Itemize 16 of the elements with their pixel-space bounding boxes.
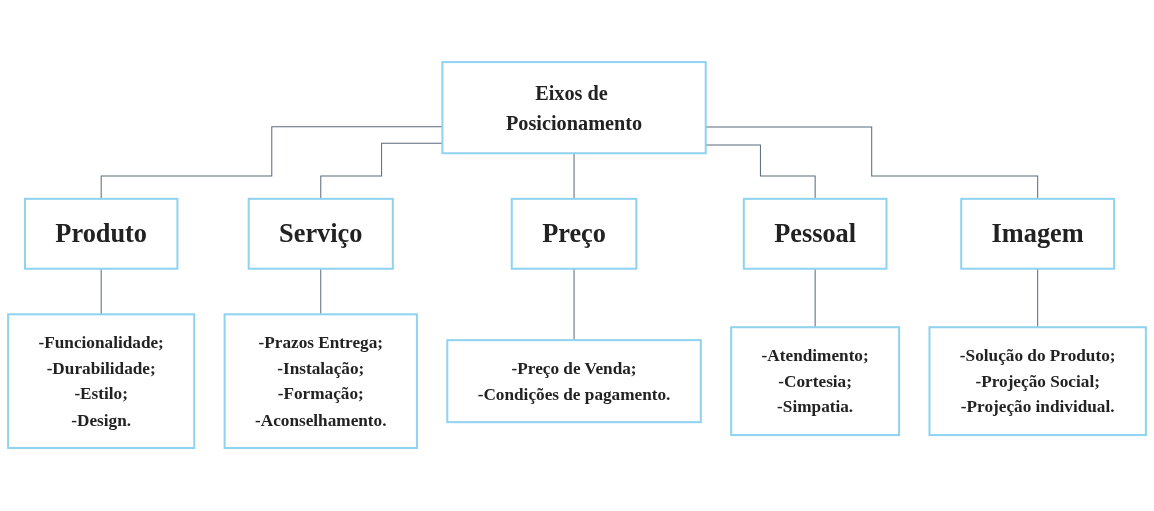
node-box: Pessoal [742,198,888,271]
node-box: -Solução do Produto; -Projeção Social; -Projeção individual. [928,326,1147,437]
node-box: Produto [23,198,179,271]
connector [705,144,816,200]
node-box: -Prazos Entrega; -Instalação; -Formação; -Aconselhamento. [223,313,418,450]
connector [100,126,443,200]
node-box: -Funcionalidade; -Durabilidade; -Estilo; -Design. [7,313,196,450]
node-box: Preço [510,198,638,271]
node-box: Serviço [247,198,394,271]
connector [573,153,575,200]
connector [705,127,1039,200]
node-box: -Preço de Venda; -Condições de pagamento. [446,339,702,424]
connector [320,143,443,200]
node-box: Imagem [960,198,1116,271]
node-box: Eixos de Posicionamento [441,61,707,155]
node-box: -Atendimento; -Cortesia; -Simpatia. [730,326,901,437]
